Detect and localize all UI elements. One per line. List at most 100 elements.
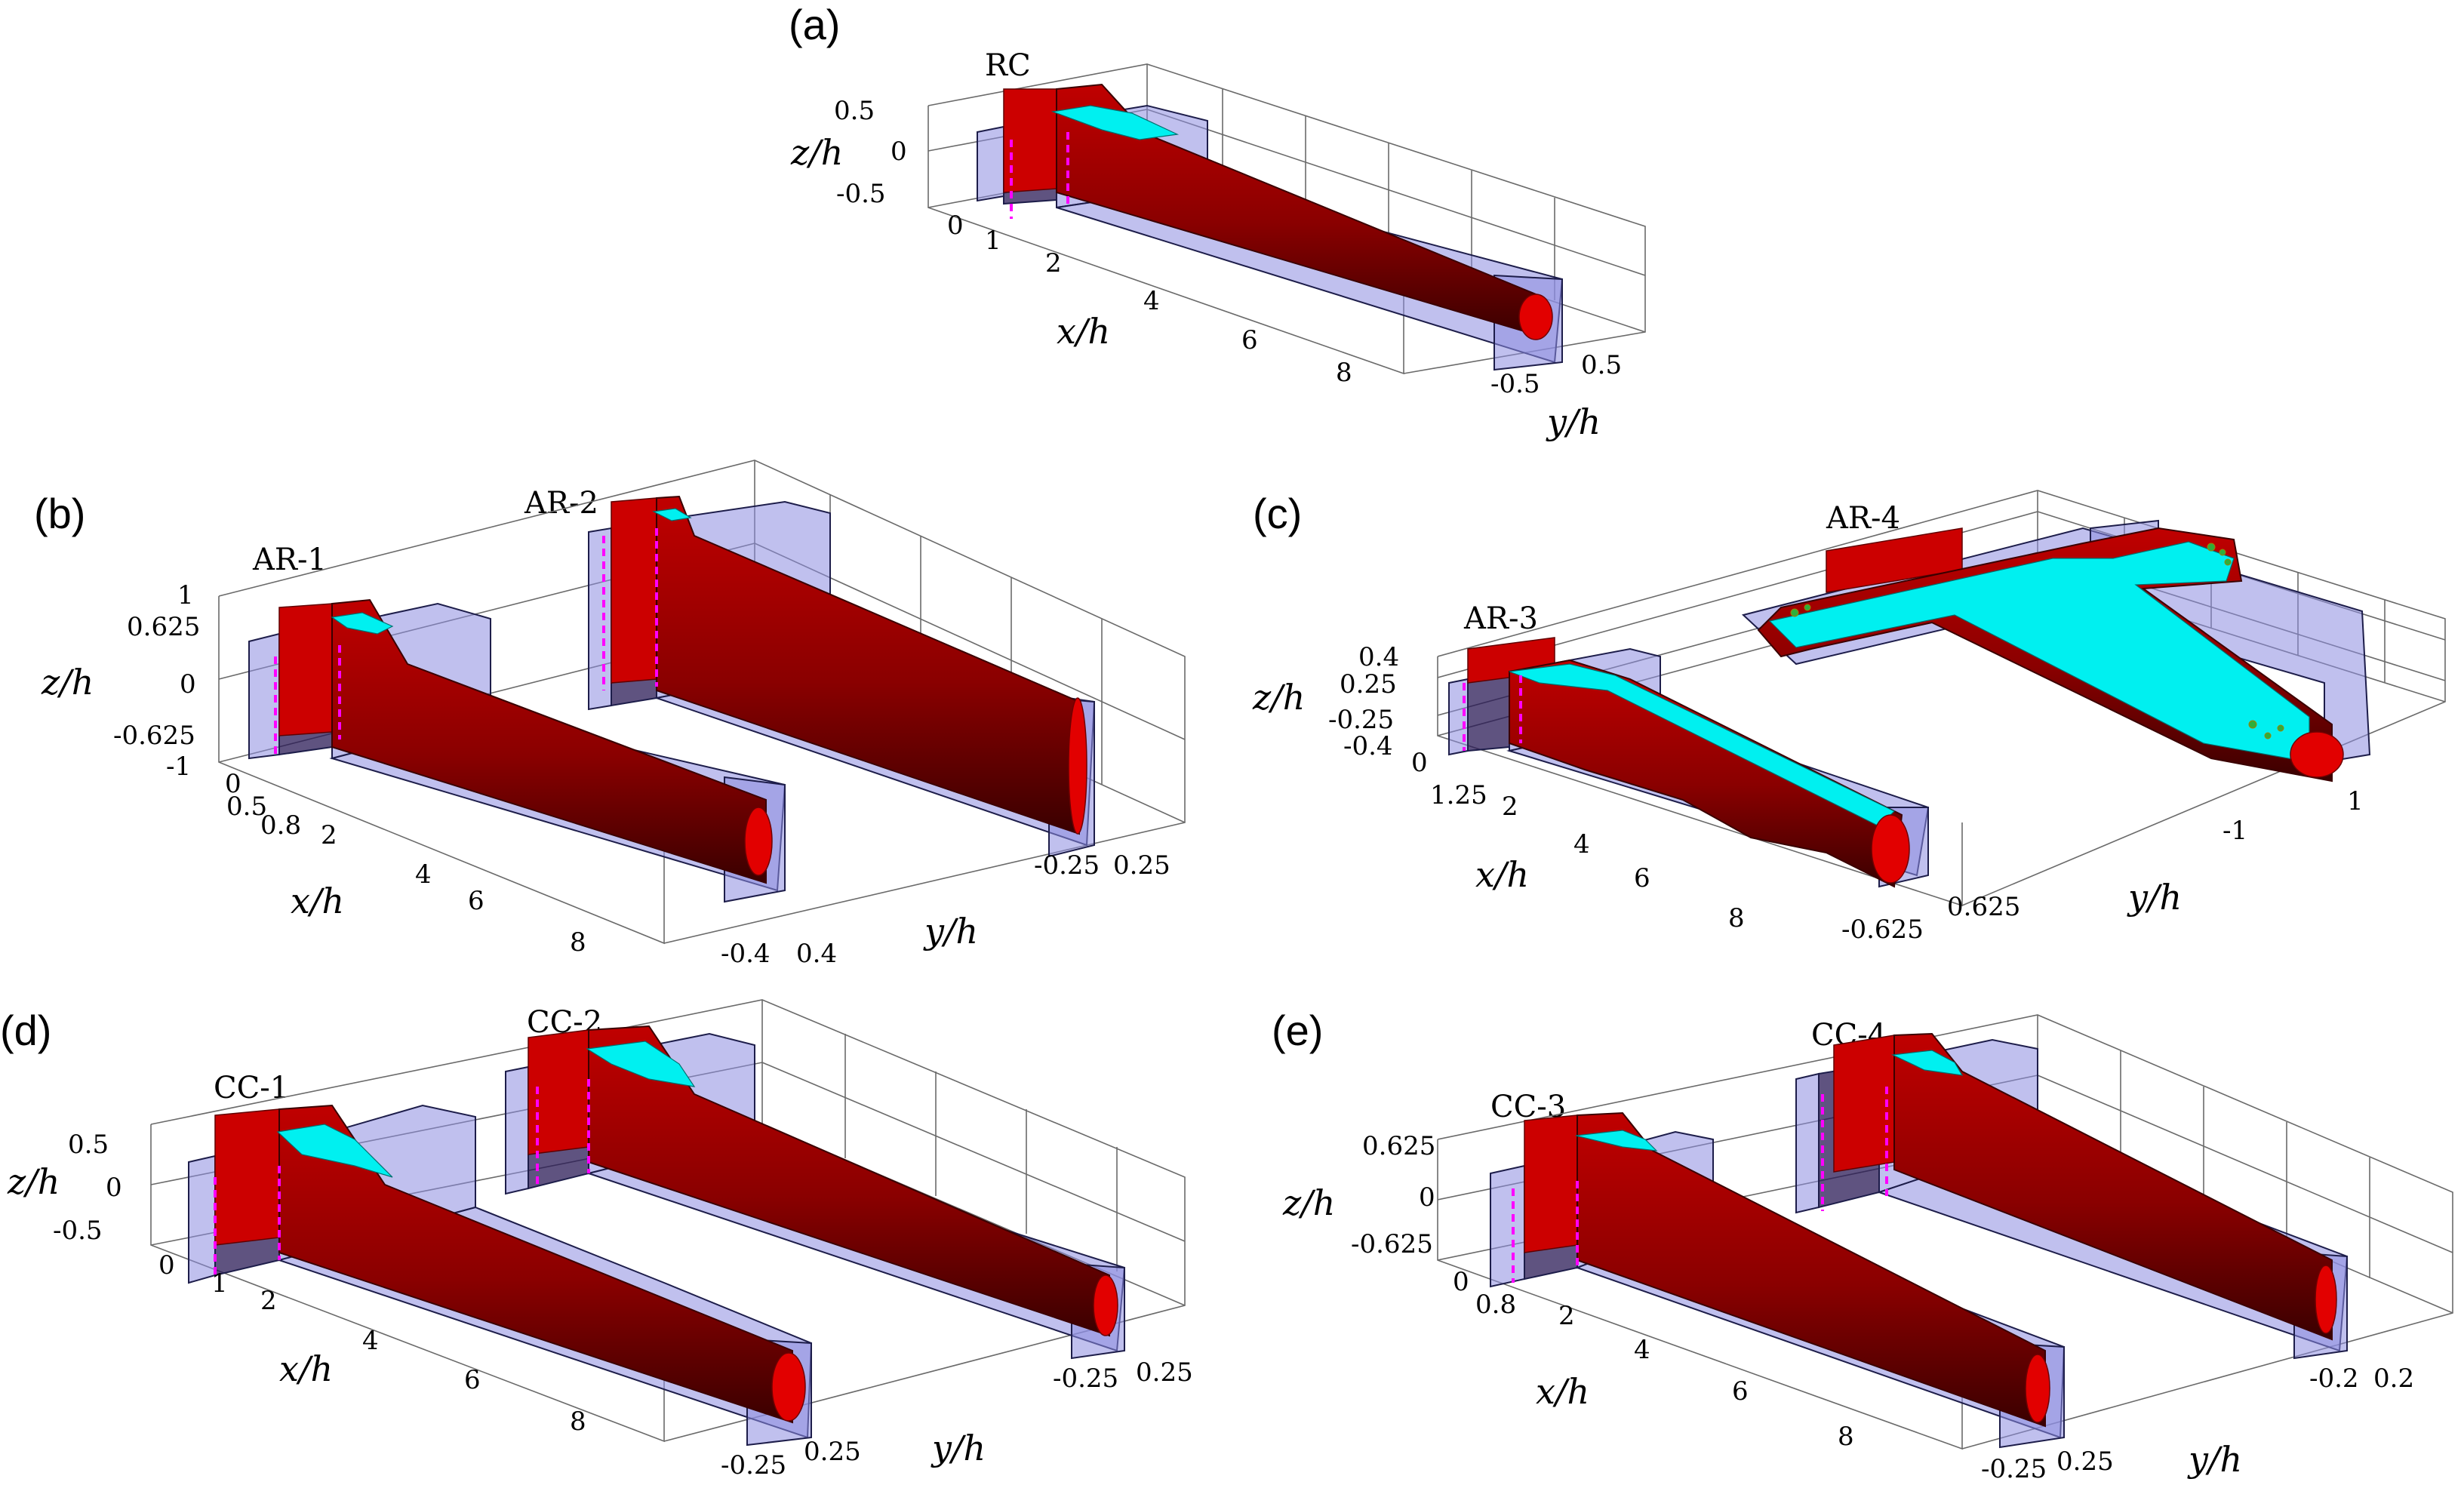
y-tick: -0.625 [1841, 915, 1924, 945]
x-tick: 0.5 [226, 792, 267, 822]
thread-cc4 [1821, 1032, 2337, 1341]
x-tick: 4 [415, 859, 432, 890]
y-ticks-e: -0.25 0.25 -0.2 0.2 [1981, 1364, 2414, 1484]
x-tick: 6 [464, 1365, 481, 1395]
x-tick: 8 [570, 1407, 586, 1437]
x-tick: 2 [1502, 792, 1518, 822]
x-tick: 1 [211, 1268, 228, 1299]
z-tick: 0.25 [1340, 669, 1397, 699]
panel-letter-a: (a) [789, 1, 840, 48]
droplets-ar4 [1790, 543, 2284, 739]
z-tick: 0 [891, 137, 907, 167]
x-ticks-b: 0 0.5 0.8 2 4 6 8 [225, 769, 586, 958]
z-tick: 0.625 [1362, 1131, 1435, 1161]
y-tick: -0.25 [721, 1450, 786, 1480]
y-ticks-d: -0.25 0.25 -0.25 0.25 [721, 1357, 1193, 1480]
thread-ar3 [1463, 637, 1910, 888]
thread-ar1 [274, 598, 773, 884]
case-label-ar3: AR-3 [1463, 601, 1538, 636]
x-tick: 0 [947, 211, 964, 241]
thread-cc1 [214, 1104, 806, 1424]
case-label-ar4: AR-4 [1826, 501, 1900, 536]
panel-a: (a) RC [789, 1, 1646, 442]
x-tick: 4 [1143, 286, 1160, 316]
panel-c: (c) AR-3 AR-4 [1252, 490, 2446, 945]
y-ticks-a: -0.5 0.5 [1490, 350, 1622, 399]
z-tick: 0.4 [1358, 642, 1399, 672]
x-tick: 0 [1453, 1267, 1469, 1297]
y-tick: 0.25 [1136, 1357, 1193, 1388]
y-tick: -0.25 [1981, 1454, 2047, 1484]
y-tick: -0.5 [1490, 369, 1540, 399]
z-ticks-b: 1 0.625 0 -0.625 -1 [113, 580, 200, 782]
x-ticks-d: 0 1 2 4 6 8 [158, 1250, 586, 1437]
y-axis-label-d: y/h [931, 1428, 986, 1468]
panel-letter-d: (d) [0, 1007, 51, 1054]
z-tick: 0 [1419, 1182, 1435, 1213]
x-tick: 4 [362, 1326, 379, 1356]
x-tick: 0 [1411, 748, 1428, 778]
x-tick: 0.8 [260, 810, 301, 841]
z-tick: 0.5 [68, 1130, 109, 1160]
z-tick: 0 [106, 1173, 122, 1203]
x-tick: 2 [260, 1286, 277, 1316]
x-tick: 0 [225, 769, 241, 799]
z-tick: -0.625 [113, 721, 195, 751]
x-tick: 1 [985, 226, 1001, 256]
y-tick: -1 [2223, 816, 2247, 846]
z-ticks-e: 0.625 0 -0.625 [1351, 1131, 1435, 1259]
y-tick: 0.625 [1947, 892, 2020, 922]
x-tick: 2 [1558, 1301, 1575, 1331]
z-tick: 0.625 [127, 612, 200, 642]
z-tick: -0.4 [1343, 731, 1393, 761]
z-axis-label-c: z/h [1252, 677, 1305, 718]
panel-letter-c: (c) [1253, 490, 1302, 537]
x-axis-label-b: x/h [291, 881, 344, 921]
x-tick: 4 [1634, 1335, 1650, 1365]
x-tick: 2 [321, 820, 337, 850]
x-ticks-a: 0 1 2 4 6 8 [947, 211, 1352, 388]
z-axis-label-b: z/h [41, 662, 94, 703]
x-tick: 8 [1838, 1422, 1854, 1452]
x-tick: 1.25 [1430, 780, 1487, 810]
z-ticks-c: 0.4 0.25 -0.25 -0.4 [1328, 642, 1399, 761]
z-tick: -0.25 [1328, 705, 1394, 735]
y-tick: 0.2 [2373, 1364, 2414, 1394]
y-tick: 0.5 [1581, 350, 1622, 380]
z-tick: 1 [177, 580, 194, 610]
z-tick: 0 [180, 669, 196, 699]
x-tick: 6 [1241, 325, 1258, 355]
y-tick: -0.25 [1034, 850, 1100, 881]
z-tick: -1 [166, 752, 191, 782]
x-tick: 8 [570, 927, 586, 958]
z-ticks-d: 0.5 0 -0.5 [53, 1130, 122, 1246]
case-label-cc1: CC-1 [214, 1071, 289, 1105]
x-tick: 6 [1634, 863, 1650, 893]
x-ticks-c: 0 1.25 2 4 6 8 [1411, 748, 1745, 933]
panel-e: (e) CC-3 CC-4 [1272, 1007, 2453, 1484]
y-axis-label-a: y/h [1546, 401, 1601, 442]
z-tick: -0.5 [836, 179, 886, 209]
z-tick: -0.5 [53, 1216, 103, 1246]
case-label-rc: RC [985, 48, 1031, 83]
panel-letter-e: (e) [1272, 1007, 1323, 1054]
x-tick: 8 [1336, 358, 1352, 388]
x-axis-label-c: x/h [1475, 854, 1529, 895]
x-ticks-e: 0 0.8 2 4 6 8 [1453, 1267, 1854, 1452]
y-ticks-c: -0.625 0.625 -1 1 [1841, 786, 2364, 945]
y-tick: 0.25 [1113, 850, 1170, 881]
thread-a [1003, 83, 1553, 340]
x-axis-label-d: x/h [279, 1348, 333, 1389]
z-tick: -0.625 [1351, 1229, 1433, 1259]
y-tick: -0.2 [2309, 1364, 2359, 1394]
y-ticks-b: -0.4 0.4 -0.25 0.25 [721, 850, 1170, 969]
thread-ar2 [602, 495, 1087, 835]
x-tick: 4 [1573, 829, 1590, 859]
x-tick: 0.8 [1475, 1290, 1516, 1320]
z-axis-label-d: z/h [7, 1161, 60, 1202]
thread-cc3 [1512, 1111, 2050, 1428]
y-tick: 0.4 [796, 939, 837, 969]
panel-b: (b) AR-1 AR-2 [34, 460, 1186, 969]
z-tick: 0.5 [834, 96, 875, 126]
